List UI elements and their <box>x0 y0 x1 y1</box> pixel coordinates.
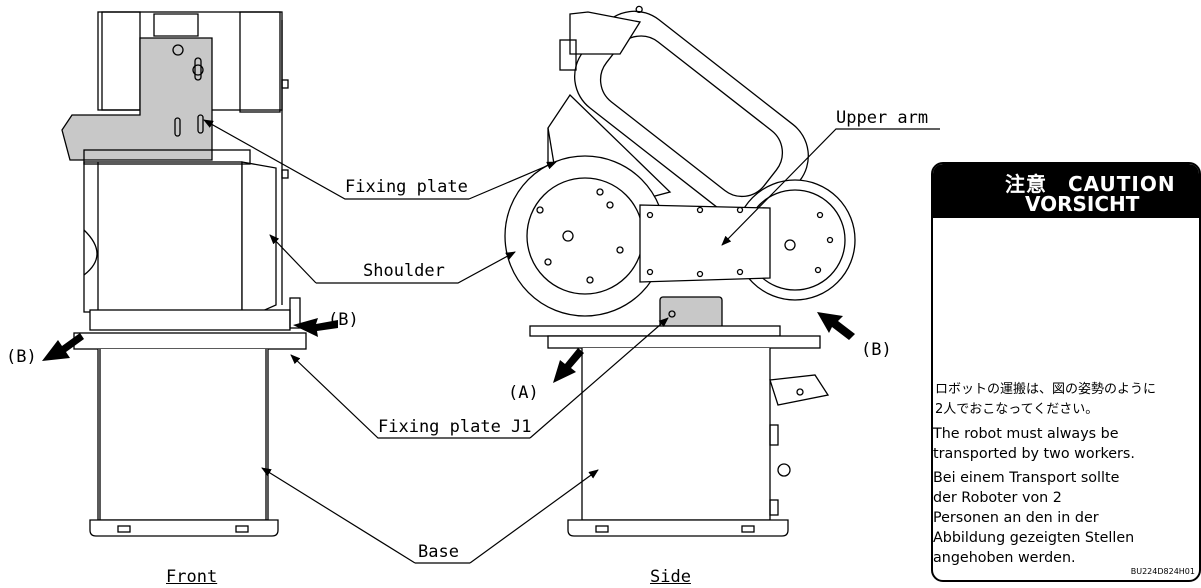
front-view <box>61 11 307 537</box>
caution-text-ja: ロボットの運搬は、図の姿勢のように 2人でおこなってください。 <box>935 382 1157 417</box>
caution-text-de: Bei einem Transport sollte der Roboter v… <box>933 470 1135 566</box>
arrow-a-side <box>553 348 584 383</box>
caution-header: 注意 CAUTION VORSICHT <box>933 164 1199 218</box>
caution-label: 注意 CAUTION VORSICHT ロボットの運搬は、図の姿勢のように 2人… <box>931 162 1201 582</box>
lift-point-arrows <box>42 312 855 383</box>
leader-lines <box>203 119 940 564</box>
marker-b-front-right: (B) <box>328 310 359 330</box>
marker-a-side: (A) <box>508 383 539 403</box>
arrow-b-side <box>817 312 855 340</box>
label-fixing-plate-j1: Fixing plate J1 <box>378 417 532 437</box>
caution-title: 注意 CAUTION <box>1005 172 1176 196</box>
view-label-side: Side <box>650 567 691 587</box>
side-view <box>504 5 856 537</box>
label-shoulder: Shoulder <box>363 261 445 281</box>
arrow-b-front-left <box>42 333 84 361</box>
label-upper-arm: Upper arm <box>836 108 929 128</box>
label-fixing-plate: Fixing plate <box>345 177 468 197</box>
arrow-b-front-right <box>293 318 338 337</box>
view-label-front: Front <box>166 567 218 587</box>
caution-code: BU224D824H01 <box>1130 567 1195 576</box>
caution-title-de: VORSICHT <box>1025 192 1140 216</box>
label-base: Base <box>418 542 459 562</box>
caution-text-en: The robot must always be transported by … <box>933 426 1135 462</box>
marker-b-side: (B) <box>861 340 892 360</box>
marker-b-front-left: (B) <box>6 347 37 367</box>
